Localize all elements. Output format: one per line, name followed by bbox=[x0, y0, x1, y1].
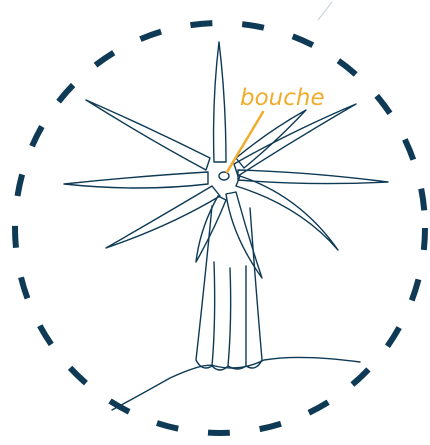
tentacle-upper-right bbox=[234, 104, 356, 176]
tentacle-right bbox=[238, 170, 388, 184]
tentacle-down-right bbox=[226, 192, 262, 278]
mouth-opening bbox=[219, 172, 229, 180]
mouth-label: bouche bbox=[240, 85, 325, 111]
tentacle-down-left bbox=[196, 196, 226, 262]
tentacle-left bbox=[64, 172, 208, 188]
column-fold-2 bbox=[228, 268, 231, 366]
column-fold-1 bbox=[212, 262, 215, 366]
dashed-circle-frame bbox=[15, 23, 425, 433]
sketch-mark bbox=[318, 2, 332, 20]
tentacle-lower-left bbox=[106, 186, 220, 248]
tentacle-upper-left bbox=[86, 100, 210, 170]
tentacle-lower-right bbox=[236, 176, 338, 250]
sea-anemone bbox=[64, 42, 388, 410]
tentacle-up bbox=[214, 42, 226, 162]
